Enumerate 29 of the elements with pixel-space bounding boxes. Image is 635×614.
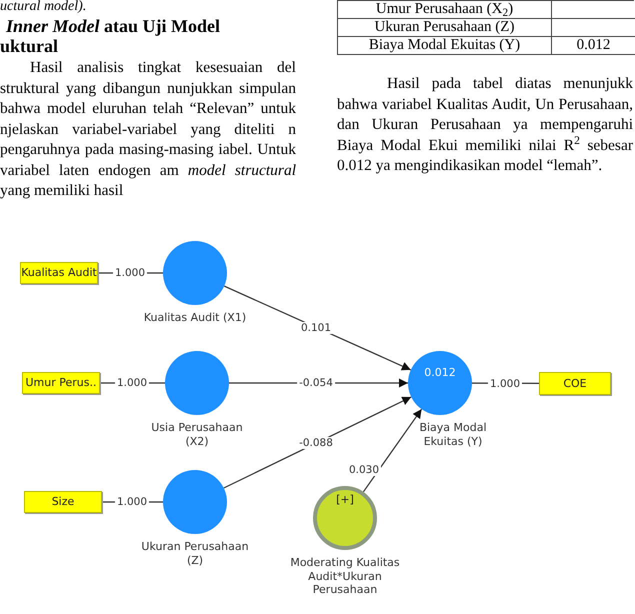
r-squared-value: 0.012 <box>424 367 456 379</box>
section-heading: uktural <box>0 36 58 56</box>
table-cell: Biaya Modal Ekuitas (Y) <box>338 37 552 55</box>
node-label: Usia Perusahaan (X2) <box>150 421 244 448</box>
edge-label: 1.000 <box>112 267 148 279</box>
edge-label: 0.030 <box>346 464 382 476</box>
indicator-box: Umur Perus.. <box>22 372 100 394</box>
node-label: Moderating Kualitas Audit*Ukuran Perusahaan <box>289 556 401 596</box>
table-cell: Ukuran Perusahaan (Z) <box>338 19 552 37</box>
node-label: Biaya Modal Ekuitas (Y) <box>418 421 488 448</box>
node-label: Kualitas Audit (X1) <box>142 311 248 324</box>
node-label: Ukuran Perusahaan (Z) <box>140 540 250 567</box>
indicator-box: Kualitas Audit <box>20 262 98 284</box>
edge-label: 1.000 <box>488 378 522 390</box>
edge-label: -0.054 <box>297 377 335 389</box>
indicator-box: COE <box>539 372 611 395</box>
edge-label: 1.000 <box>114 496 150 508</box>
indicator-box: Size <box>24 491 102 513</box>
edge-label: 1.000 <box>114 377 150 389</box>
table-cell: Umur Perusahaan (X$_{2}$) <box>338 1 552 19</box>
section-heading: Inner Model atau Uji Model <box>6 16 220 36</box>
paragraph: Hasil pada tabel diatas menunjukk bahwa variabel Kualitas Audit, Un Perusahaan, dan Ukuran Perusahaan ya mempengaruhi Biaya Modal Ekui memiliki nilai R$^{2}$ sebesar 0.012 ya mengindikasikan model “lemah”. <box>337 74 633 176</box>
edge-label: 0.101 <box>298 322 334 334</box>
paragraph: Hasil analisis tingkat kesesuaian del struktural yang dibangun nunjukkan simpulan bahwa model eluruhan telah “Relevan” untuk njelaskan variabel-variabel yang diteliti n pengaruhnya pada masing-masing iabel. Untuk variabel laten endogen am model structural yang memiliki hasil <box>0 58 296 201</box>
expand-marker: [+] <box>336 494 354 506</box>
table-cell: 0.012 <box>552 37 635 55</box>
text-fragment: uctural model). <box>0 0 86 14</box>
edge-label: -0.088 <box>297 437 335 449</box>
arrow <box>362 408 422 492</box>
